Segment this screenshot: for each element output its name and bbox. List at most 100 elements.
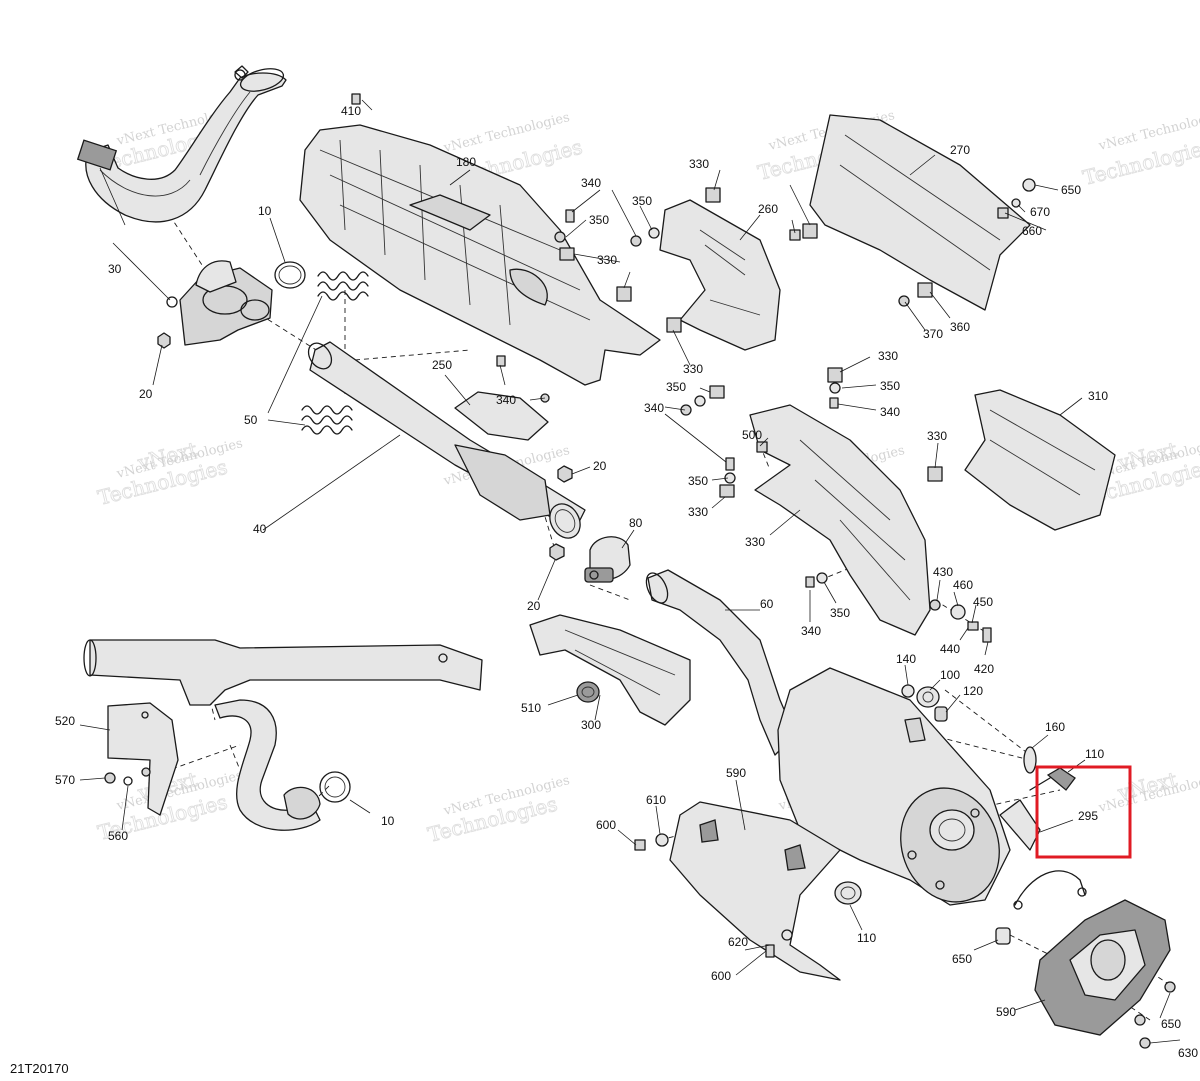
heat-shield-part	[659, 199, 781, 351]
heat-shield-part	[749, 404, 931, 636]
callout-label: 80	[629, 516, 643, 530]
bolt-part	[1029, 767, 1076, 791]
grommet-part	[834, 881, 862, 905]
callout-label: 450	[973, 595, 993, 609]
callout-label: 350	[688, 474, 708, 488]
clamp-part	[584, 536, 631, 583]
gasket-ring-part	[319, 771, 351, 803]
callout-label: 250	[432, 358, 452, 372]
callout-label: 620	[728, 935, 748, 949]
callout-label: 570	[55, 773, 75, 787]
callout-label: 610	[646, 793, 666, 807]
callout-label: 30	[108, 262, 122, 276]
heat-shield-part	[964, 389, 1116, 531]
callout-label: 330	[597, 253, 617, 267]
nut-part	[549, 465, 573, 561]
gasket-plate-part	[454, 391, 549, 441]
callout-label: 340	[496, 393, 516, 407]
callout-label: 10	[381, 814, 395, 828]
end-cap-part	[1034, 899, 1171, 1036]
figure-code: 21T20170	[10, 1061, 69, 1076]
fastener-part	[234, 69, 1176, 1049]
grommet-part	[576, 681, 600, 703]
spring-part	[301, 271, 369, 435]
callout-label: 50	[244, 413, 258, 427]
callout-label: 460	[953, 578, 973, 592]
front-pipe-heat-shield-part	[107, 702, 179, 816]
manifold-flange-part	[166, 260, 273, 346]
callout-label: 410	[341, 104, 361, 118]
callout-label: 110	[1085, 747, 1104, 761]
callout-label: 650	[1061, 183, 1081, 197]
muffler-guard-part	[669, 801, 841, 981]
callout-label: 330	[878, 349, 898, 363]
callout-label: 60	[760, 597, 774, 611]
callout-label: 340	[581, 176, 601, 190]
center-pipe-part	[307, 341, 586, 539]
callout-label: 330	[745, 535, 765, 549]
callout-label: 350	[666, 380, 686, 394]
callout-label: 660	[1022, 224, 1042, 238]
callout-label: 110	[857, 931, 876, 945]
callout-label: 300	[581, 718, 601, 732]
callout-label: 350	[830, 606, 850, 620]
callout-label: 40	[253, 522, 267, 536]
gasket-ring-part	[274, 261, 306, 289]
callout-label: 350	[589, 213, 609, 227]
bracket-part	[999, 799, 1087, 910]
callout-label: 650	[1161, 1017, 1181, 1031]
bushing-part	[901, 684, 948, 722]
callout-label: 330	[688, 505, 708, 519]
callout-label: 600	[711, 969, 731, 983]
callout-label: 260	[758, 202, 778, 216]
front-pipe-part	[83, 639, 483, 831]
callout-label: 440	[940, 642, 960, 656]
callout-label: 10	[258, 204, 272, 218]
washer-part	[1023, 746, 1037, 774]
callout-label: 350	[880, 379, 900, 393]
callout-label: 350	[632, 194, 652, 208]
upper-heat-shield-part	[299, 124, 661, 386]
callout-label: 340	[801, 624, 821, 638]
spacer-part	[995, 927, 1011, 945]
highlight-box[interactable]	[1035, 765, 1132, 859]
callout-label: 330	[683, 362, 703, 376]
callout-label: 500	[742, 428, 762, 442]
callout-label: 160	[1045, 720, 1065, 734]
callout-label: 310	[1088, 389, 1108, 403]
callout-label: 20	[593, 459, 607, 473]
mid-pipe-part	[645, 569, 796, 756]
callout-label: 330	[689, 157, 709, 171]
callout-label: 510	[521, 701, 541, 715]
nut-part	[157, 332, 171, 349]
callout-label: 295	[1078, 809, 1098, 823]
callout-label: 140	[896, 652, 916, 666]
callout-label: 590	[726, 766, 746, 780]
callout-label: 590	[996, 1005, 1016, 1019]
callout-label: 670	[1030, 205, 1050, 219]
heat-shield-part	[529, 614, 691, 726]
leader-lines	[79, 99, 1181, 1044]
callout-labels: 410 180 330 340 350 350 260 270 650 670 …	[55, 104, 1198, 1060]
callout-label: 520	[55, 714, 75, 728]
callout-label: 100	[940, 668, 960, 682]
heat-shield-part	[809, 114, 1031, 311]
callout-label: 180	[456, 155, 476, 169]
callout-label: 370	[923, 327, 943, 341]
callout-label: 430	[933, 565, 953, 579]
callout-label: 340	[644, 401, 664, 415]
callout-label: 270	[950, 143, 970, 157]
manifold-pipe-part	[76, 65, 287, 223]
callout-label: 340	[880, 405, 900, 419]
callout-label: 560	[108, 829, 128, 843]
callout-label: 360	[950, 320, 970, 334]
callout-label: 650	[952, 952, 972, 966]
callout-label: 20	[139, 387, 153, 401]
fastener-part	[104, 767, 151, 786]
callout-label: 120	[963, 684, 983, 698]
callout-label: 420	[974, 662, 994, 676]
muffler-part	[777, 667, 1011, 906]
callout-label: 330	[927, 429, 947, 443]
callout-label: 20	[527, 599, 541, 613]
